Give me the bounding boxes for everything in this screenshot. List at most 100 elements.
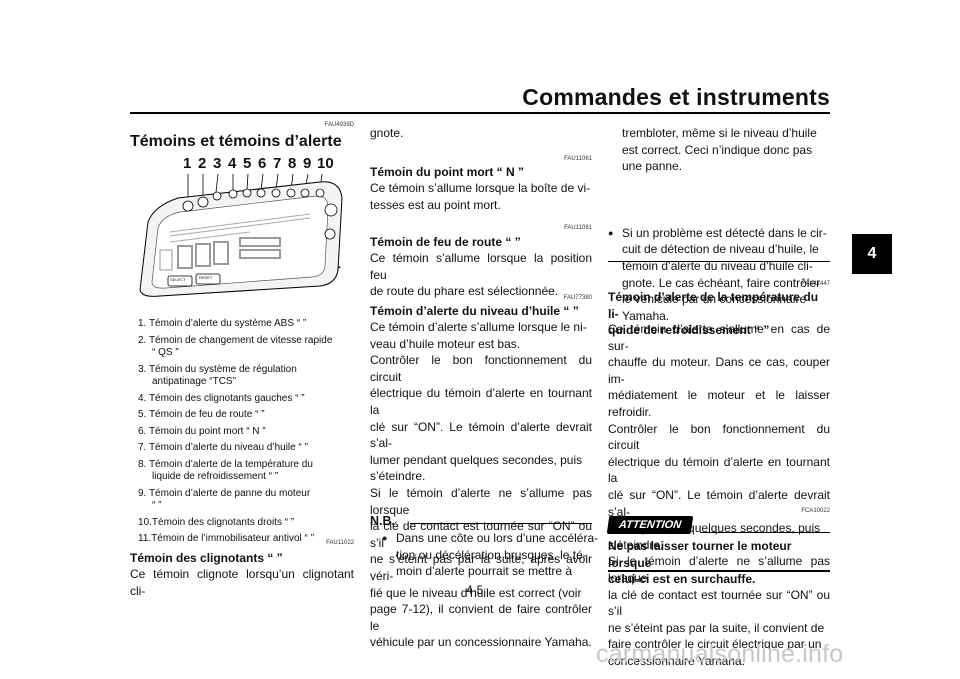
text-line: chauffe du moteur. Dans ce cas, couper i…	[608, 355, 830, 386]
text-line: Ce témoin s’allume lorsque la boîte de v…	[370, 181, 591, 195]
page-title: Commandes et instruments	[522, 84, 830, 110]
text-line: le véhicule par un concessionnaire	[622, 292, 807, 307]
text-line: Témoin d’alerte de la température du li-	[608, 290, 819, 321]
text-line: de route du phare est sélectionnée.	[370, 284, 559, 299]
text-line: concessionnaire Yamaha.	[608, 653, 745, 668]
list-item: 2. Témoin de changement de vitesse rapid…	[138, 334, 333, 346]
text-line: Contrôler le bon fonctionnement du circu…	[608, 421, 830, 453]
ref-code: FAU11447	[802, 281, 830, 287]
attention-bottom-rule	[608, 570, 830, 572]
callout-5: 5	[243, 155, 252, 172]
list-item: 3. Témoin du système de régulation	[138, 363, 297, 375]
oil-level-heading: Témoin d’alerte du niveau d’huile “ ”	[370, 304, 579, 318]
section-rule	[608, 261, 830, 262]
callout-8: 8	[288, 155, 297, 172]
list-item: 9. Témoin d’alerte de panne du moteur	[138, 487, 311, 499]
select-button-label: SELECT	[170, 277, 186, 282]
coolant-temp-heading: Témoin d’alerte de la température du li-…	[608, 289, 830, 339]
text-line: fié que le niveau d’huile est correct (v…	[370, 585, 582, 600]
text-line: cuit de détection de niveau d’huile, le	[622, 242, 819, 257]
ref-code: FAU11081	[564, 225, 592, 231]
text-line: lumer pendant quelques secondes, puis	[370, 452, 583, 467]
callout-10: 10	[317, 155, 334, 172]
dashboard-drawing	[139, 173, 343, 297]
callout-7: 7	[273, 155, 282, 172]
list-item: 1. Témoin d’alerte du système ABS “ ”	[138, 318, 307, 329]
ref-code: FAU11022	[326, 540, 354, 546]
callout-6: 6	[258, 155, 267, 172]
text-line: celui-ci est en surchauffe.	[608, 572, 756, 586]
text-line: faire contrôler le circuit électrique pa…	[608, 637, 822, 652]
list-item: “ QS ”	[152, 347, 179, 358]
note-label: N.B.	[370, 514, 395, 528]
attention-rule	[700, 532, 830, 533]
watermark: carmanualsonline.info	[596, 640, 844, 668]
oil-level-text: Ce témoin d’alerte s’allume lorsque le n…	[370, 319, 592, 651]
text-line: témoin d’alerte du niveau d’huile cli-	[622, 258, 813, 273]
chapter-tab: 4	[852, 234, 892, 274]
callout-1: 1	[183, 155, 192, 172]
list-item: 6. Témoin du point mort “ N ”	[138, 425, 266, 437]
note-bullet: Dans une côte ou lors d’une accéléra- ti…	[382, 530, 606, 580]
ref-code: FAU4939D	[324, 122, 354, 128]
list-item: liquide de refroidissement “ ”	[152, 471, 279, 482]
text-line: Ne pas laisser tourner le moteur lorsque	[608, 539, 792, 570]
text-line: tion ou décélération brusques, le té-	[396, 547, 587, 562]
text-line: électrique du témoin d’alerte en tournan…	[608, 454, 830, 486]
ref-code: FCA10022	[801, 508, 830, 514]
coolant-temp-text: Ce témoin d’alerte s’allume en cas de su…	[608, 321, 830, 669]
text-line: Ce témoin d’alerte s’allume lorsque le n…	[370, 320, 587, 334]
list-item: 5. Témoin de feu de route “ ”	[138, 409, 265, 420]
callout-2: 2	[198, 155, 207, 172]
continued-text: trembloter, même si le niveau d’huile es…	[622, 125, 830, 175]
text-line: gnote. Le cas échéant, faire contrôler	[622, 275, 821, 290]
text-line: moin d’alerte pourrait se mettre à	[396, 564, 573, 579]
ref-code: FAU11061	[564, 156, 592, 162]
text-line: est correct. Ceci n’indique donc pas	[622, 142, 813, 157]
callout-9: 9	[303, 155, 312, 172]
callout-list: 1. Témoin d’alerte du système ABS “ ” 2.…	[138, 318, 354, 546]
text-line: Dans une côte ou lors d’une accéléra-	[396, 531, 599, 545]
list-item: “ ”	[152, 500, 162, 511]
text-line: veau d’huile moteur est bas.	[370, 336, 521, 351]
text-line: la clé de contact est tournée sur “ON” o…	[608, 587, 830, 619]
list-item: 10.Témoin des clignotants droits “ ”	[138, 516, 295, 528]
neutral-heading: Témoin du point mort “ N ”	[370, 165, 524, 179]
list-item: 8. Témoin d’alerte de la température du	[138, 458, 313, 470]
dashboard-illustration: 1 2 3 4 5 6 7 8 9 10 11	[130, 150, 350, 308]
page-number: 4-5	[466, 583, 484, 597]
attention-text: Ne pas laisser tourner le moteur lorsque…	[608, 538, 830, 588]
text-line: Ce témoin d’alerte s’allume en cas de su…	[608, 322, 830, 353]
text-line: Si le témoin d’alerte ne s’allume pas lo…	[608, 554, 830, 585]
list-item: antipatinage “TCS”	[152, 376, 236, 387]
text-line: clé sur “ON”. Le témoin d’alerte devrait…	[370, 419, 592, 451]
text-line: tesses est au point mort.	[370, 197, 501, 212]
text-line: s’éteindre.	[370, 469, 426, 484]
ref-code: FAU77380	[563, 295, 592, 301]
list-item: 4. Témoin des clignotants gauches “ ”	[138, 392, 305, 404]
turn-signal-text: Ce témoin clignote lorsqu’un clignotant …	[130, 567, 354, 598]
text-line: clé sur “ON”. Le témoin d’alerte devrait…	[608, 487, 830, 519]
section-heading: Témoins et témoins d’alerte	[130, 133, 342, 150]
text-line: électrique du témoin d’alerte en tournan…	[370, 386, 592, 417]
text-line: trembloter, même si le niveau d’huile	[622, 126, 817, 140]
continued-text: gnote.	[370, 126, 404, 140]
header-rule	[130, 112, 830, 114]
text-line: Ce témoin s’allume lorsque la position f…	[370, 251, 592, 282]
text-line: page 7-12), il convient de faire contrôl…	[370, 602, 592, 633]
list-item: 7. Témoin d’alerte du niveau d’huile “ ”	[138, 442, 308, 453]
reset-button-label: RESET	[199, 275, 213, 280]
note-rule	[410, 523, 592, 524]
neutral-text: Ce témoin s’allume lorsque la boîte de v…	[370, 180, 592, 213]
callout-4: 4	[228, 155, 237, 172]
turn-signal-heading: Témoin des clignotants “ ”	[130, 551, 283, 565]
text-line: une panne.	[622, 159, 683, 174]
text-line: s’éteindre.	[608, 537, 664, 552]
bullet-item: Si un problème est détecté dans le cir- …	[608, 225, 830, 325]
text-line: Contrôler le bon fonctionnement du circu…	[370, 353, 592, 384]
text-line: médiatement le moteur et le laisser refr…	[608, 388, 830, 419]
text-line: Yamaha.	[622, 308, 670, 323]
high-beam-text: Ce témoin s’allume lorsque la position f…	[370, 250, 592, 300]
text-line: véhicule par un concessionnaire Yamaha.	[370, 635, 592, 650]
text-line: quide de refroidissement “ ”	[608, 323, 770, 337]
